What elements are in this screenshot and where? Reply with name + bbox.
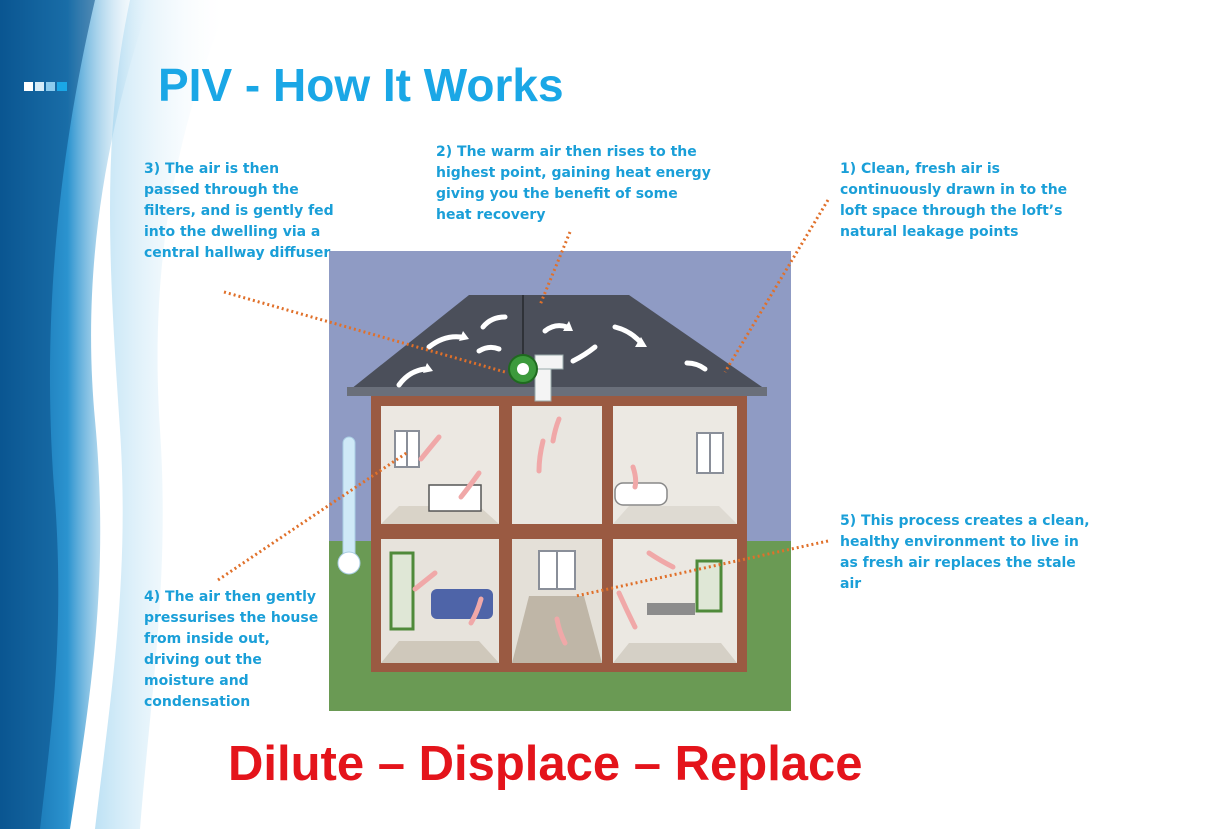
callout-step-4: 4) The air then gently pressurises the h…	[144, 589, 319, 710]
house-illustration	[329, 251, 791, 711]
callout-step-5: 5) This process creates a clean, healthy…	[840, 513, 1090, 592]
callout-step-1: 1) Clean, fresh air is continuously draw…	[840, 161, 1068, 240]
callout-step-3: 3) The air is then passed through the fi…	[144, 161, 334, 261]
logo-squares	[24, 82, 67, 91]
page-title: PIV - How It Works	[158, 59, 564, 111]
callout-step-2: 2) The warm air then rises to the highes…	[436, 144, 711, 223]
slogan: Dilute – Displace – Replace	[228, 737, 863, 791]
piv-unit-icon	[508, 354, 538, 384]
